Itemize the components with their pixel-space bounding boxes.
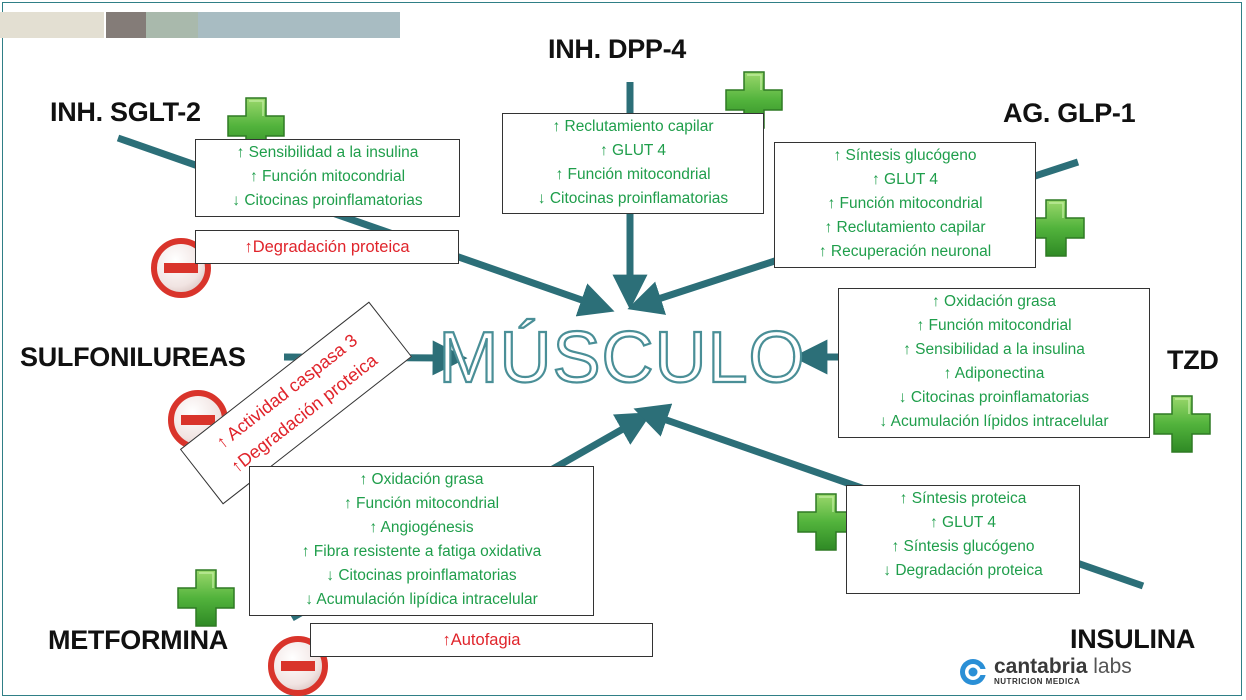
logo-mark-icon xyxy=(960,659,988,685)
negative-effect: ↑Degradación proteica xyxy=(244,238,410,256)
effect-line: ↑ GLUT 4 xyxy=(599,142,667,159)
effect-line: ↓ Citocinas proinflamatorias xyxy=(232,192,423,209)
logo-brand-suffix: labs xyxy=(1093,655,1132,678)
glp1-effects-box: ↑ Síntesis glucógeno ↑ GLUT 4 ↑ Función … xyxy=(774,142,1036,268)
insulina-effects-box: ↑ Síntesis proteica ↑ GLUT 4 ↑ Síntesis … xyxy=(846,485,1080,594)
effect-line: ↓ Citocinas proinflamatorias xyxy=(898,389,1090,406)
metformina-effects-box: ↑ Oxidación grasa ↑ Función mitocondrial… xyxy=(249,466,594,616)
effect-line: ↑ Función mitocondrial xyxy=(916,317,1072,334)
negative-effect: ↑Autofagia xyxy=(442,631,521,649)
effect-line: ↑ GLUT 4 xyxy=(871,171,939,188)
effect-line: ↑ Síntesis glucógeno xyxy=(891,538,1035,555)
effect-line: ↑ Adiponectina xyxy=(943,365,1045,382)
effect-line: ↑ Reclutamiento capilar xyxy=(824,219,986,236)
logo-subtitle: NUTRICION MEDICA xyxy=(994,677,1081,686)
cantabria-labs-logo: cantabria labs NUTRICION MEDICA xyxy=(958,654,1132,690)
effect-line: ↓ Citocinas proinflamatorias xyxy=(326,567,517,584)
effect-line: ↑ Recuperación neuronal xyxy=(818,243,992,260)
label-tzd: TZD xyxy=(1167,345,1219,375)
effect-line: ↑ GLUT 4 xyxy=(929,514,997,531)
effect-line: ↓ Citocinas proinflamatorias xyxy=(537,190,729,207)
plus-icon-glp1 xyxy=(1027,199,1085,257)
effect-line: ↑ Función mitocondrial xyxy=(249,168,406,185)
label-metformina: METFORMINA xyxy=(48,625,228,655)
dpp4-effects-box: ↑ Reclutamiento capilar ↑ GLUT 4 ↑ Funci… xyxy=(502,113,764,214)
sglt2-effects-box: ↑ Sensibilidad a la insulina ↑ Función m… xyxy=(195,139,460,217)
effect-line: ↑ Fibra resistente a fatiga oxidativa xyxy=(301,543,542,560)
top-bar-segment-1 xyxy=(0,12,104,38)
top-bar-segment-2 xyxy=(106,12,146,38)
effect-line: ↑ Función mitocondrial xyxy=(827,195,983,212)
effect-line: ↑ Síntesis glucógeno xyxy=(833,147,977,164)
effect-line: ↓ Acumulación lípidos intracelular xyxy=(879,413,1109,430)
metformina-negative-box: ↑Autofagia xyxy=(310,623,653,657)
effect-line: ↑ Oxidación grasa xyxy=(359,471,484,488)
label-insulina: INSULINA xyxy=(1070,624,1196,654)
plus-icon-tzd xyxy=(1153,395,1211,453)
effect-line: ↑ Función mitocondrial xyxy=(555,166,711,183)
label-sulfonilureas: SULFONILUREAS xyxy=(20,342,246,372)
label-sglt2: INH. SGLT-2 xyxy=(50,97,201,127)
label-dpp4: INH. DPP-4 xyxy=(548,34,687,64)
sglt2-negative-box: ↑Degradación proteica xyxy=(195,230,459,264)
effect-line: ↑ Sensibilidad a la insulina xyxy=(903,341,1085,358)
plus-icon-metformina xyxy=(177,569,235,627)
effect-line: ↑ Oxidación grasa xyxy=(931,293,1057,310)
effect-line: ↑ Angiogénesis xyxy=(369,519,474,536)
effect-line: ↑ Función mitocondrial xyxy=(343,495,500,512)
effect-line: ↓ Degradación proteica xyxy=(883,562,1043,579)
center-label: MÚSCULO xyxy=(438,318,805,398)
effect-line: ↓ Acumulación lipídica intracelular xyxy=(305,591,538,608)
tzd-effects-box: ↑ Oxidación grasa ↑ Función mitocondrial… xyxy=(838,288,1150,438)
effect-line: ↑ Síntesis proteica xyxy=(899,490,1027,507)
effect-line: ↑ Sensibilidad a la insulina xyxy=(236,144,419,161)
label-glp1: AG. GLP-1 xyxy=(1003,98,1136,128)
effect-line: ↑ Reclutamiento capilar xyxy=(552,118,714,135)
logo-brand-main: cantabria xyxy=(994,655,1088,678)
top-bar-segment-3 xyxy=(146,12,198,38)
top-bar-segment-4 xyxy=(198,12,400,38)
